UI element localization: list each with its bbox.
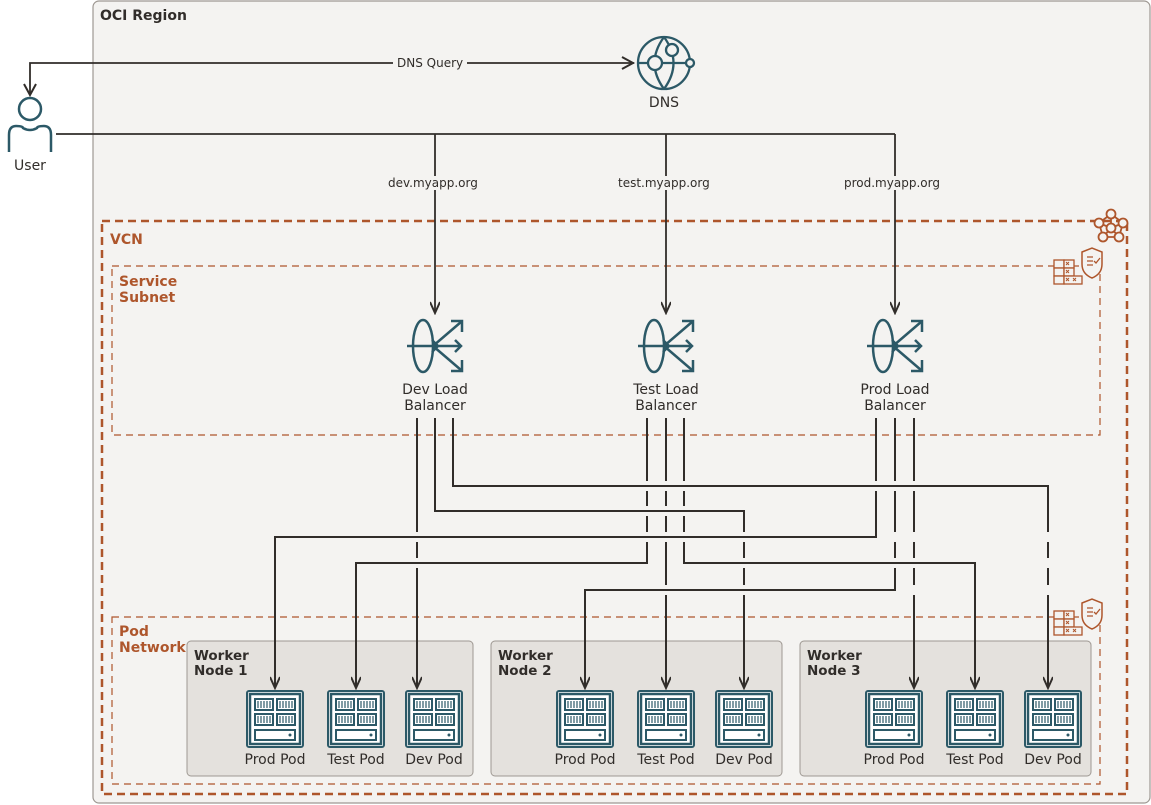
service-subnet-boundary bbox=[111, 265, 1101, 436]
node3-test-pod-icon[interactable] bbox=[945, 689, 1005, 749]
node2-prod-pod-label: Prod Pod bbox=[554, 752, 616, 768]
node2-dev-pod-label: Dev Pod bbox=[715, 752, 773, 768]
worker-node-2-title-2: Node 2 bbox=[498, 663, 552, 679]
route-test-host: test.myapp.org bbox=[614, 176, 714, 190]
service-subnet-title-1: Service bbox=[119, 274, 178, 290]
oci-region-title: OCI Region bbox=[100, 8, 187, 24]
worker-node-3-title-1: Worker bbox=[807, 648, 862, 664]
node1-prod-pod-label: Prod Pod bbox=[244, 752, 306, 768]
node3-test-pod-label: Test Pod bbox=[946, 752, 1004, 768]
node3-dev-pod-icon[interactable] bbox=[1023, 689, 1083, 749]
vcn-title: VCN bbox=[110, 232, 143, 248]
node3-dev-pod-label: Dev Pod bbox=[1024, 752, 1082, 768]
oci-region-container bbox=[92, 0, 1151, 804]
node2-test-pod-label: Test Pod bbox=[637, 752, 695, 768]
worker-node-2-title-1: Worker bbox=[498, 648, 553, 664]
prod-lb-label-1: Prod Load bbox=[860, 382, 930, 398]
node2-dev-pod-icon[interactable] bbox=[714, 689, 774, 749]
worker-node-1-title-2: Node 1 bbox=[194, 663, 248, 679]
dns-icon bbox=[636, 35, 696, 91]
test-lb-label-1: Test Load bbox=[633, 382, 699, 398]
pod-network-title-1: Pod bbox=[119, 624, 149, 640]
prod-lb-label-2: Balancer bbox=[864, 398, 926, 414]
node1-dev-pod-icon[interactable] bbox=[404, 689, 464, 749]
dev-lb-label-1: Dev Load bbox=[402, 382, 468, 398]
dns-query-label: DNS Query bbox=[393, 56, 468, 70]
user-icon bbox=[7, 96, 53, 152]
dns-label: DNS bbox=[648, 95, 680, 111]
service-subnet-title-2: Subnet bbox=[119, 290, 176, 306]
node2-test-pod-icon[interactable] bbox=[636, 689, 696, 749]
node1-prod-pod-icon[interactable] bbox=[245, 689, 305, 749]
user-request-connectors bbox=[56, 133, 895, 313]
route-prod-host: prod.myapp.org bbox=[840, 176, 944, 190]
node1-dev-pod-label: Dev Pod bbox=[405, 752, 463, 768]
dev-lb-label-2: Balancer bbox=[404, 398, 466, 414]
test-lb-label-2: Balancer bbox=[635, 398, 697, 414]
vcn-icon bbox=[1093, 208, 1129, 243]
vcn-boundary bbox=[100, 219, 1129, 796]
route-dev-host: dev.myapp.org bbox=[384, 176, 482, 190]
worker-node-3-title-2: Node 3 bbox=[807, 663, 861, 679]
node3-prod-pod-label: Prod Pod bbox=[863, 752, 925, 768]
node2-prod-pod-icon[interactable] bbox=[555, 689, 615, 749]
user-label: User bbox=[14, 158, 46, 174]
node3-prod-pod-icon[interactable] bbox=[864, 689, 924, 749]
node1-test-pod-icon[interactable] bbox=[326, 689, 386, 749]
pod-network-boundary bbox=[111, 616, 1101, 785]
node1-test-pod-label: Test Pod bbox=[327, 752, 385, 768]
worker-node-1-title-1: Worker bbox=[194, 648, 249, 664]
pod-network-title-2: Network bbox=[119, 640, 186, 656]
